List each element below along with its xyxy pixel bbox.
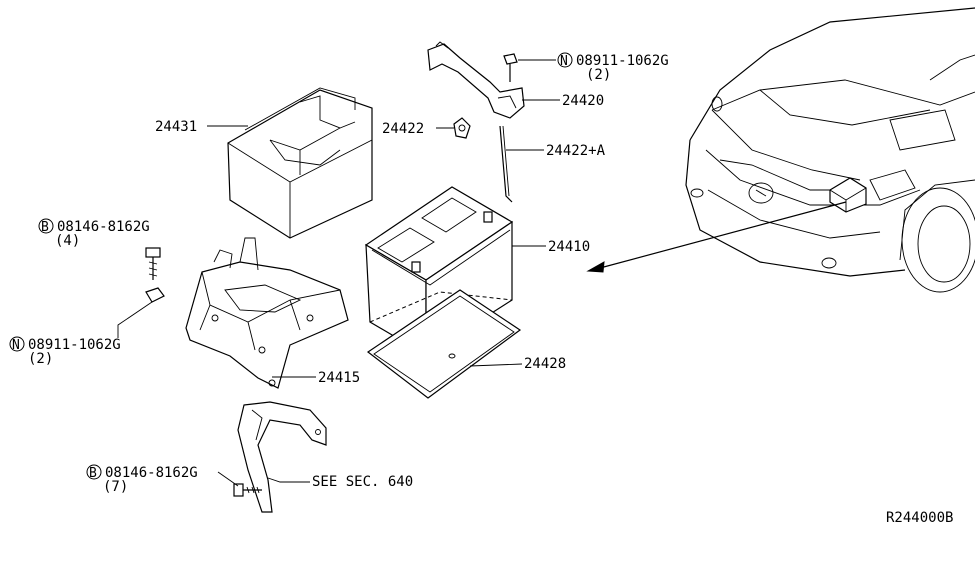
bolt-bottom-qty: (7) (103, 479, 128, 495)
bolt-top-number: 08146-8162G (57, 219, 150, 235)
leader-24428 (469, 363, 523, 367)
leader-nut-left (117, 301, 153, 338)
bolt-bottom-prefix-icon: B (89, 466, 97, 481)
fastener-bolt-bottom: B 08146-8162G (7) (86, 464, 198, 495)
label-24431: 24431 (155, 119, 197, 135)
battery-pad-24428[interactable] (366, 289, 522, 399)
bolt-prefix-icon: B (41, 220, 49, 235)
bolt-top-qty: (4) (55, 233, 80, 249)
label-24422: 24422 (382, 121, 424, 137)
nut-top-qty: (2) (586, 67, 611, 83)
bracket-sec-640[interactable] (237, 401, 327, 513)
label-24415: 24415 (318, 370, 360, 386)
nut-left-qty: (2) (28, 351, 53, 367)
leader-see-sec (267, 477, 310, 483)
bolt-icon-bottom[interactable] (233, 483, 262, 497)
diagram-id: R244000B (886, 510, 953, 526)
label-see-sec-640: SEE SEC. 640 (312, 474, 413, 490)
nut-top-prefix-icon: N (560, 54, 568, 69)
label-24410: 24410 (548, 239, 590, 255)
label-24422a: 24422+A (546, 143, 606, 159)
fastener-bolt-top: B 08146-8162G (4) (38, 218, 150, 249)
hold-down-frame-24420[interactable] (427, 41, 525, 119)
fastener-nut-left: N 08911-1062G (2) (9, 336, 121, 367)
rod-24422a[interactable] (499, 125, 513, 203)
nut-prefix-icon: N (12, 338, 20, 353)
vehicle-front-view (685, 7, 975, 293)
battery-tray-24415[interactable] (185, 237, 349, 389)
nut-left-number: 08911-1062G (28, 337, 121, 353)
battery-cover-24431[interactable] (227, 87, 373, 239)
callout-arrow (586, 201, 847, 273)
nut-icon-top[interactable] (503, 53, 518, 82)
bolt-bottom-number: 08146-8162G (105, 465, 198, 481)
clip-24422[interactable] (453, 117, 471, 139)
nut-top-number: 08911-1062G (576, 53, 669, 69)
bolt-icon[interactable] (145, 247, 161, 280)
nut-icon[interactable] (145, 287, 165, 303)
label-24420: 24420 (562, 93, 604, 109)
fastener-nut-top: N 08911-1062G (2) (557, 52, 669, 83)
leader-bolt-bottom (217, 471, 239, 487)
label-24428: 24428 (524, 356, 566, 372)
